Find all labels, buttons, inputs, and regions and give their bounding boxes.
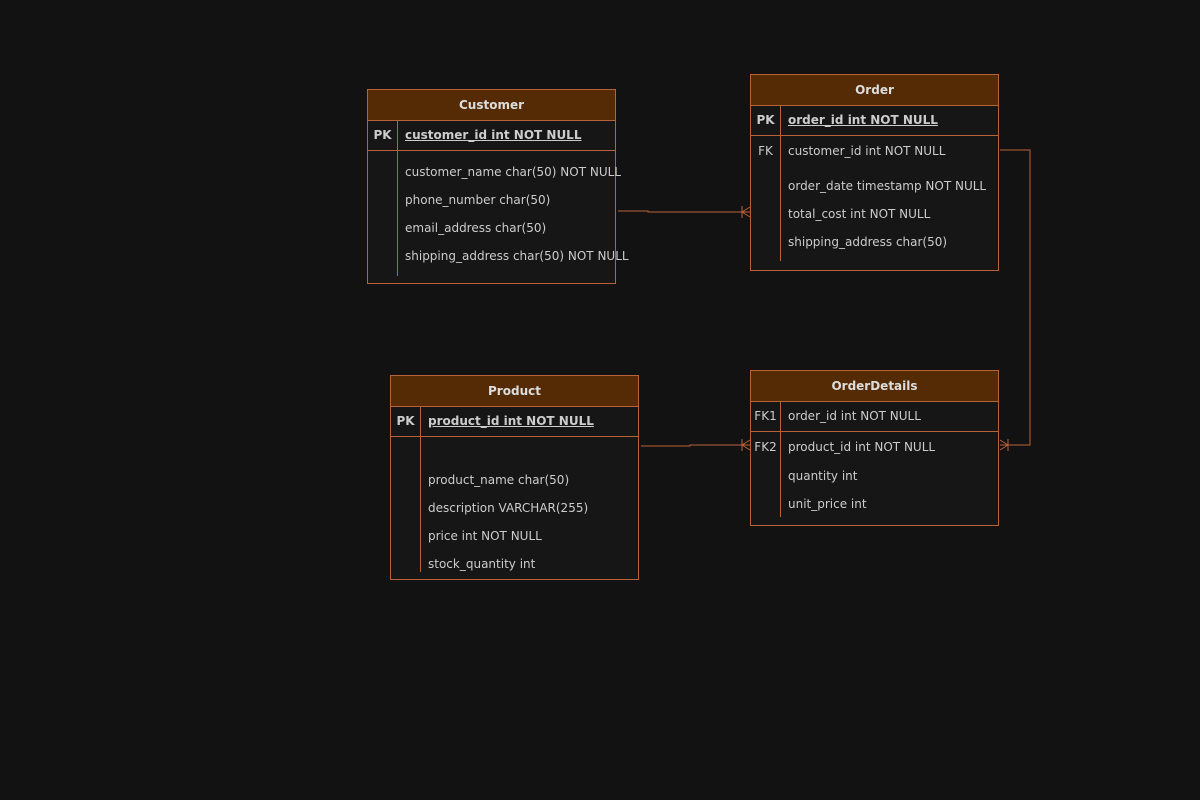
- fk-label: FK: [758, 144, 773, 158]
- pk-field: customer_id int NOT NULL: [405, 128, 582, 142]
- entity-title: OrderDetails: [751, 371, 998, 402]
- fk1-row[interactable]: FK1 order_id int NOT NULL: [751, 402, 998, 432]
- fk1-field: order_id int NOT NULL: [788, 409, 921, 423]
- fk-field: customer_id int NOT NULL: [788, 144, 946, 158]
- attribute-gutter: [420, 437, 421, 572]
- entity-title: Customer: [368, 90, 615, 121]
- fk2-label: FK2: [754, 440, 777, 454]
- attribute-list: FK customer_id int NOT NULL order_date t…: [751, 136, 998, 271]
- attribute-row[interactable]: phone_number char(50): [405, 193, 551, 207]
- fk-row[interactable]: FK customer_id int NOT NULL: [751, 136, 998, 166]
- pk-row[interactable]: PK customer_id int NOT NULL: [368, 121, 615, 151]
- attribute-row[interactable]: email_address char(50): [405, 221, 547, 235]
- entity-orderdetails[interactable]: OrderDetails FK1 order_id int NOT NULL F…: [750, 370, 999, 526]
- attribute-gutter: [780, 432, 781, 517]
- attribute-row[interactable]: total_cost int NOT NULL: [788, 207, 931, 221]
- attribute-row[interactable]: stock_quantity int: [428, 557, 536, 571]
- entity-product[interactable]: Product PK product_id int NOT NULL produ…: [390, 375, 639, 580]
- entity-customer[interactable]: Customer PK customer_id int NOT NULL cus…: [367, 89, 629, 285]
- attribute-row[interactable]: shipping_address char(50): [788, 235, 948, 249]
- attribute-row[interactable]: unit_price int: [788, 497, 867, 511]
- entity-order[interactable]: Order PK order_id int NOT NULL FK custom…: [750, 74, 999, 271]
- relationship-product-orderdetails[interactable]: [641, 439, 751, 451]
- fk1-label: FK1: [751, 402, 781, 431]
- attribute-row[interactable]: product_name char(50): [428, 473, 570, 487]
- attribute-gutter: [397, 151, 398, 276]
- pk-label: PK: [391, 407, 421, 436]
- relationship-customer-order[interactable]: [618, 206, 751, 218]
- attribute-list: customer_name char(50) NOT NULL phone_nu…: [368, 151, 629, 285]
- attribute-row[interactable]: customer_name char(50) NOT NULL: [405, 165, 621, 179]
- entity-title: Product: [391, 376, 638, 407]
- pk-label: PK: [751, 106, 781, 135]
- attribute-row[interactable]: quantity int: [788, 469, 858, 483]
- attribute-gutter: [780, 136, 781, 261]
- attribute-row[interactable]: shipping_address char(50) NOT NULL: [405, 249, 629, 263]
- fk2-row[interactable]: FK2 product_id int NOT NULL: [751, 432, 998, 462]
- pk-row[interactable]: PK order_id int NOT NULL: [751, 106, 998, 136]
- entity-title: Order: [751, 75, 998, 106]
- pk-row[interactable]: PK product_id int NOT NULL: [391, 407, 638, 437]
- attribute-row[interactable]: price int NOT NULL: [428, 529, 542, 543]
- attribute-row[interactable]: description VARCHAR(255): [428, 501, 589, 515]
- pk-field: product_id int NOT NULL: [428, 414, 594, 428]
- pk-label: PK: [368, 121, 398, 150]
- fk2-field: product_id int NOT NULL: [788, 440, 936, 454]
- pk-field: order_id int NOT NULL: [788, 113, 938, 127]
- attribute-list: product_name char(50) description VARCHA…: [391, 437, 638, 581]
- attribute-row[interactable]: order_date timestamp NOT NULL: [788, 179, 987, 193]
- attribute-list: FK2 product_id int NOT NULL quantity int…: [751, 432, 998, 527]
- relationship-order-orderdetails[interactable]: [999, 149, 1031, 451]
